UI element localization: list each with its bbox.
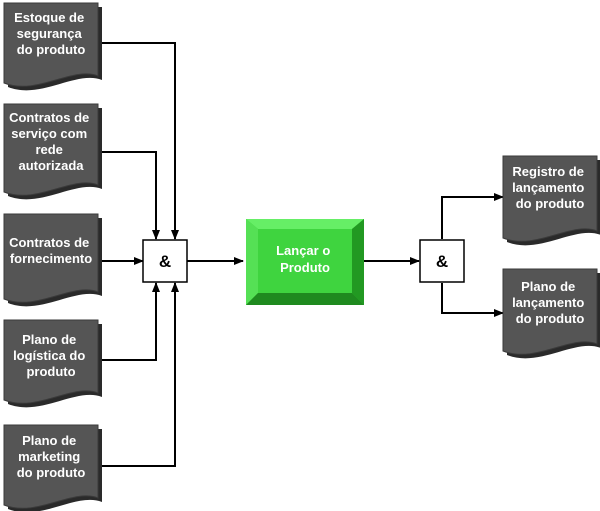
input-document-label: marketing [18,449,80,464]
output-document-label: Registro de [512,164,584,179]
svg-text:Contratos de serviço com: Contratos de serviço com rede autorizada [9,110,93,173]
join-gate-symbol: & [159,252,171,271]
svg-text:Contratos de forneciment: Contratos de fornecimento [9,235,93,266]
connector-input-2 [98,151,160,240]
connector-output-1 [441,193,504,239]
split-gate[interactable]: & [419,239,465,283]
svg-text:Registro de lançamento: Registro de lançamento do produto [512,164,588,211]
input-document-label: rede [35,142,62,157]
svg-text:Plano de marketing: Plano de marketing do produto [17,433,86,480]
input-document-label: do produto [17,42,86,57]
join-gate[interactable]: & [142,239,188,283]
input-document-label: do produto [17,465,86,480]
connector-input-1 [98,42,179,240]
input-document-label: autorizada [18,158,84,173]
output-document-label: do produto [516,311,585,326]
input-document-3[interactable]: Contratos de fornecimento [3,213,102,307]
input-document-label: Estoque de [14,10,84,25]
input-document-label: segurança [17,26,83,41]
output-document-label: lançamento [512,180,584,195]
input-document-label: fornecimento [10,251,92,266]
connector-input-5 [98,282,179,467]
output-document-1[interactable]: Registro de lançamento do produto [502,155,600,246]
connectors [98,42,504,467]
svg-text:Plano de logística do: Plano de logística do produto [13,332,89,379]
input-document-label: produto [26,364,75,379]
output-document-label: lançamento [512,295,584,310]
svg-text:Estoque de segurança: Estoque de segurança do produto [14,10,88,57]
split-gate-symbol: & [436,252,448,271]
process-box[interactable]: Lançar o Produto [246,219,364,305]
input-document-label: Plano de [22,433,76,448]
process-label: Lançar o [276,243,330,258]
output-document-label: do produto [516,196,585,211]
output-document-label: Plano de [521,279,575,294]
svg-text:Plano de lançamento: Plano de lançamento do produto [512,279,588,326]
process-label: Produto [280,260,330,275]
input-document-label: Contratos de [9,110,89,125]
svg-text:Lançar o Produto: Lançar o Produto [276,243,334,275]
connector-output-2 [441,283,504,317]
input-document-label: serviço com [11,126,87,141]
input-document-label: logística do [13,348,85,363]
output-document-2[interactable]: Plano de lançamento do produto [502,268,600,359]
input-document-5[interactable]: Plano de marketing do produto [3,424,102,511]
input-document-2[interactable]: Contratos de serviço com rede autorizada [3,103,102,200]
connector-input-4 [98,282,160,361]
input-document-4[interactable]: Plano de logística do produto [3,319,102,408]
input-document-label: Plano de [22,332,76,347]
input-document-label: Contratos de [9,235,89,250]
input-document-1[interactable]: Estoque de segurança do produto [3,2,102,91]
